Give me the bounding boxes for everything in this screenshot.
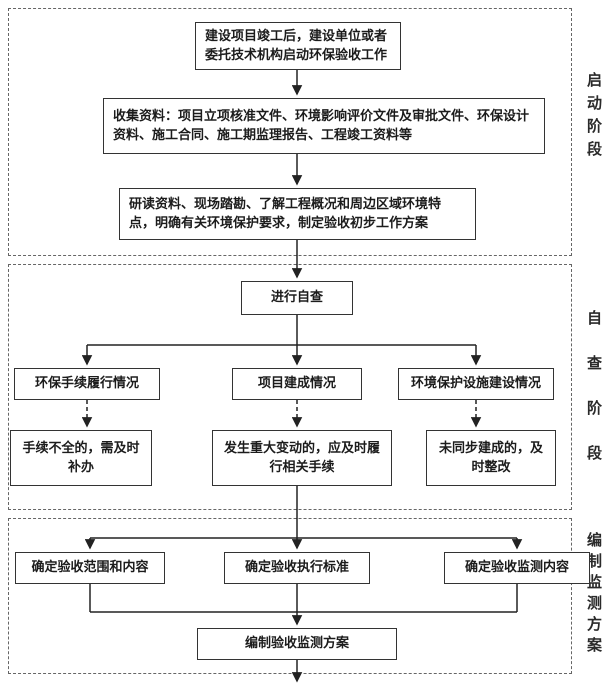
step-study-and-plan: 研读资料、现场踏勘、了解工程概况和周边区域环境特点，明确有关环境保护要求，制定验…	[119, 188, 476, 240]
section-monitoring-plan-phase	[8, 518, 572, 674]
label-startup-phase: 启动阶段	[585, 72, 603, 164]
step-start-acceptance: 建设项目竣工后，建设单位或者委托技术机构启动环保验收工作	[195, 22, 401, 70]
section-startup-phase	[8, 8, 572, 256]
section-selfcheck-phase	[8, 264, 572, 510]
step-collect-materials: 收集资料：项目立项核准文件、环境影响评价文件及审批文件、环保设计资料、施工合同、…	[103, 98, 545, 154]
result-not-built-in-sync: 未同步建成的，及时整改	[426, 430, 556, 486]
result-incomplete-procedures: 手续不全的，需及时补办	[10, 430, 152, 486]
branch-project-completion: 项目建成情况	[232, 368, 362, 400]
branch-procedure-status: 环保手续履行情况	[14, 368, 160, 400]
plan-execution-standards: 确定验收执行标准	[224, 552, 370, 584]
step-compile-monitoring-plan: 编制验收监测方案	[197, 628, 397, 660]
step-self-check: 进行自查	[241, 281, 353, 315]
plan-scope-and-content: 确定验收范围和内容	[15, 552, 165, 584]
branch-facility-construction: 环境保护设施建设情况	[398, 368, 554, 400]
label-monitoring-plan-phase: 编制监测方案	[585, 532, 603, 658]
label-selfcheck-phase: 自查阶段	[585, 310, 603, 490]
result-major-changes: 发生重大变动的，应及时履行相关手续	[212, 430, 392, 486]
plan-monitoring-content: 确定验收监测内容	[444, 552, 590, 584]
